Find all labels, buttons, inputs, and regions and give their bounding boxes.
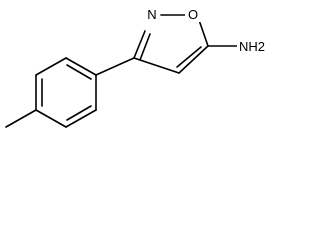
bond-c5-c4	[178, 45, 209, 74]
bond-methyl	[5, 109, 37, 128]
bond-aryl-link	[95, 57, 135, 76]
atom-nh2-label: NH2	[239, 39, 265, 54]
bond-ring-5	[65, 109, 97, 128]
bond-ring-6	[35, 109, 67, 128]
bond-c3-n-double	[139, 33, 151, 61]
atom-nh2: NH2	[237, 38, 265, 54]
bond-c4-c3	[133, 57, 180, 74]
atom-n-label: N	[147, 7, 156, 22]
atom-n: N	[145, 6, 159, 22]
bond-c5-c4-double	[176, 46, 202, 68]
bond-o-c5	[198, 19, 209, 47]
bond-c3-n	[133, 30, 146, 59]
structure-canvas: N O NH2	[0, 0, 268, 142]
atom-o: O	[185, 6, 201, 22]
bond-ring-5-inner	[66, 105, 92, 121]
molecule-diagram: N O NH2	[5, 6, 265, 128]
bond-ring-2	[35, 57, 67, 76]
atom-o-label: O	[188, 7, 198, 22]
bond-ring-3-inner	[66, 64, 92, 80]
bond-ring-3	[65, 57, 97, 76]
